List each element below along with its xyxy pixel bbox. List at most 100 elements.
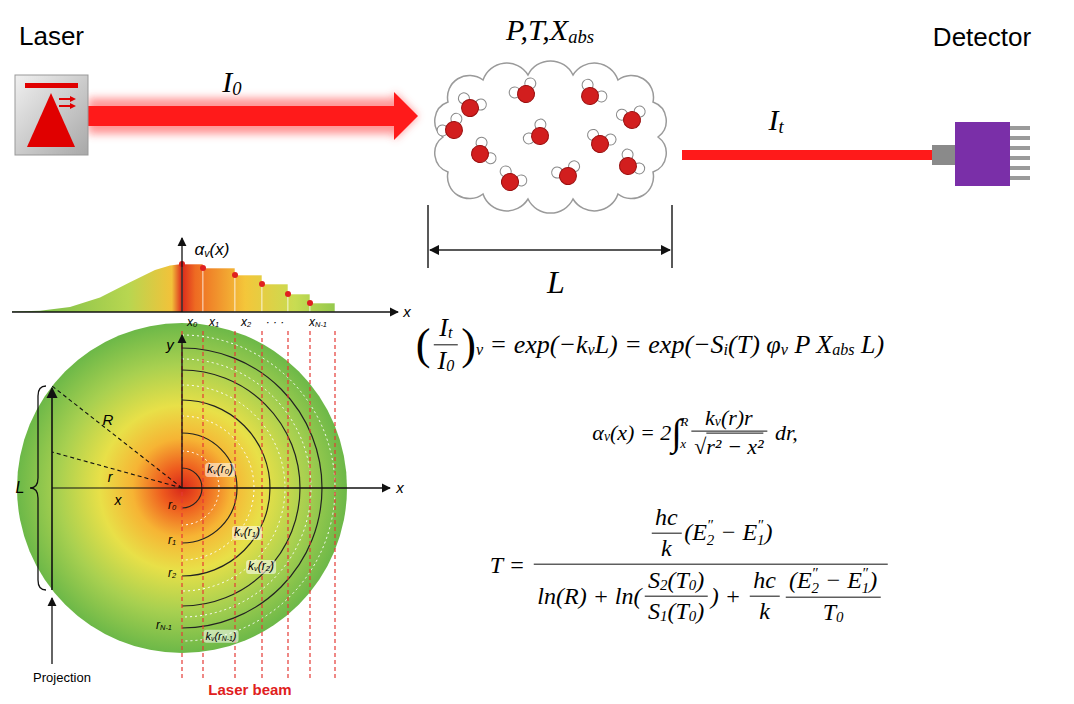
figure-text: 2 [707, 533, 714, 548]
water-molecule [521, 117, 556, 153]
formula-part: N-1 [315, 321, 327, 330]
text-label: x1 [209, 316, 219, 330]
figure-text: N-1 [315, 321, 327, 330]
numerator: kν(r)r [691, 405, 767, 431]
node-label: Detector [933, 23, 1031, 53]
formula-part: 0 [689, 577, 696, 594]
figure-text: x [680, 435, 688, 450]
length-dimension [428, 205, 672, 268]
formula-part: v [204, 247, 209, 259]
numerator: hc [651, 504, 681, 533]
figure-text: ν [476, 341, 483, 360]
figure-text: 1 [215, 321, 219, 330]
numerator: S2(T0) [644, 567, 707, 596]
formula-part: 1 [252, 531, 256, 540]
water-molecule [550, 159, 584, 189]
formula-part: r² − x² [706, 433, 763, 459]
radius-line [52, 386, 182, 488]
figure-text: R [680, 414, 688, 429]
formula-part: t [778, 115, 783, 136]
oxygen-atom [468, 142, 491, 165]
sample-dot [200, 265, 206, 271]
figure-text: N-1 [160, 624, 172, 633]
figure-text: 0 [446, 358, 454, 377]
fraction: hck [750, 567, 780, 626]
figure-text: x [209, 316, 215, 330]
figure-text: 0 [225, 468, 229, 477]
formula-part: N-1 [222, 634, 233, 642]
figure-text: ″ [812, 566, 818, 581]
oxygen-atom [616, 154, 640, 178]
figure-text: 0 [232, 77, 241, 98]
formula-part: r1 [168, 534, 176, 548]
index-pair: ″2 [812, 566, 819, 596]
figure-text: N-1 [222, 634, 233, 642]
formula-part: ln(R) + ln(S2(T0)S1(T0)) + hck(E″2 − E″1… [537, 566, 883, 627]
profile-bar [235, 275, 262, 312]
figure-text: k [759, 598, 770, 626]
figure-text: ″ [757, 518, 763, 533]
water-molecule [616, 105, 648, 131]
figure-text: L [547, 264, 565, 301]
node-heading: P,T,Xabs [506, 13, 594, 48]
node-label: abs [568, 26, 594, 47]
projection-chord [51, 388, 53, 590]
figure-text: t [778, 115, 783, 136]
formula-part: r0 [168, 499, 176, 513]
figure-text: ) [461, 323, 476, 367]
figure-text: ) [256, 526, 260, 540]
figure-text: 1 [660, 608, 667, 625]
x-distance-line [52, 487, 182, 488]
formula-part: kv(r0) [207, 463, 233, 477]
figure-text: √ [694, 434, 706, 459]
figure-text: T = [490, 551, 531, 579]
formula-part: v [240, 531, 244, 540]
text-label: It [768, 103, 783, 138]
profile-y-axis [181, 238, 182, 312]
text-label: r [108, 469, 113, 485]
node-label: P,T,X [506, 13, 568, 48]
text-label: Laser beam [208, 681, 291, 698]
figure-text: I [439, 313, 448, 343]
figure-text: 2 [660, 577, 667, 594]
figure-text: T [823, 599, 836, 627]
figure-text: ) + [711, 582, 747, 610]
integral-sign: ∫ [671, 413, 681, 450]
beam-line [309, 331, 310, 678]
sample-dot [259, 281, 265, 287]
numerator: (E″2 − E″1) [785, 566, 881, 597]
detector-pin [1010, 136, 1030, 140]
text-label: kv(r2) [246, 560, 276, 574]
index-pair: ″2 [707, 518, 714, 548]
oxygen-atom [622, 110, 642, 130]
figure-text: ) [229, 463, 233, 477]
detector-pin [1010, 176, 1030, 180]
extension-line [427, 205, 429, 268]
formula-part: hck(E″2 − E″1) [649, 504, 773, 563]
numerator: It [434, 313, 459, 344]
figure-text: 2 [247, 321, 251, 330]
figure-text: k [705, 405, 715, 430]
figure-text: k [207, 463, 213, 477]
figure-text: 0 [689, 608, 696, 625]
figure-text: v [240, 531, 244, 540]
figure-text: P X [788, 330, 832, 360]
figure-text: I [438, 347, 447, 377]
figure-text: ) [869, 567, 877, 595]
figure-text: v [254, 565, 258, 574]
beam-glow [682, 155, 932, 156]
denominator: S1(T0) [644, 595, 707, 625]
formula-part: T0 [823, 599, 844, 627]
formula-part: ) [461, 323, 476, 367]
node-heading: Detector [933, 23, 1031, 53]
text-label: x [403, 303, 411, 320]
figure-text: Projection [33, 671, 91, 686]
figure-text: (r)r [721, 405, 753, 430]
water-molecule [465, 135, 498, 171]
laser-gain-triangle [27, 93, 75, 147]
formula-part: αv(x) [195, 240, 230, 260]
oxygen-atom [590, 134, 611, 155]
formula-part: I0 [438, 347, 455, 377]
text-label: I0 [222, 65, 241, 100]
formula-part: 0 [172, 504, 176, 513]
